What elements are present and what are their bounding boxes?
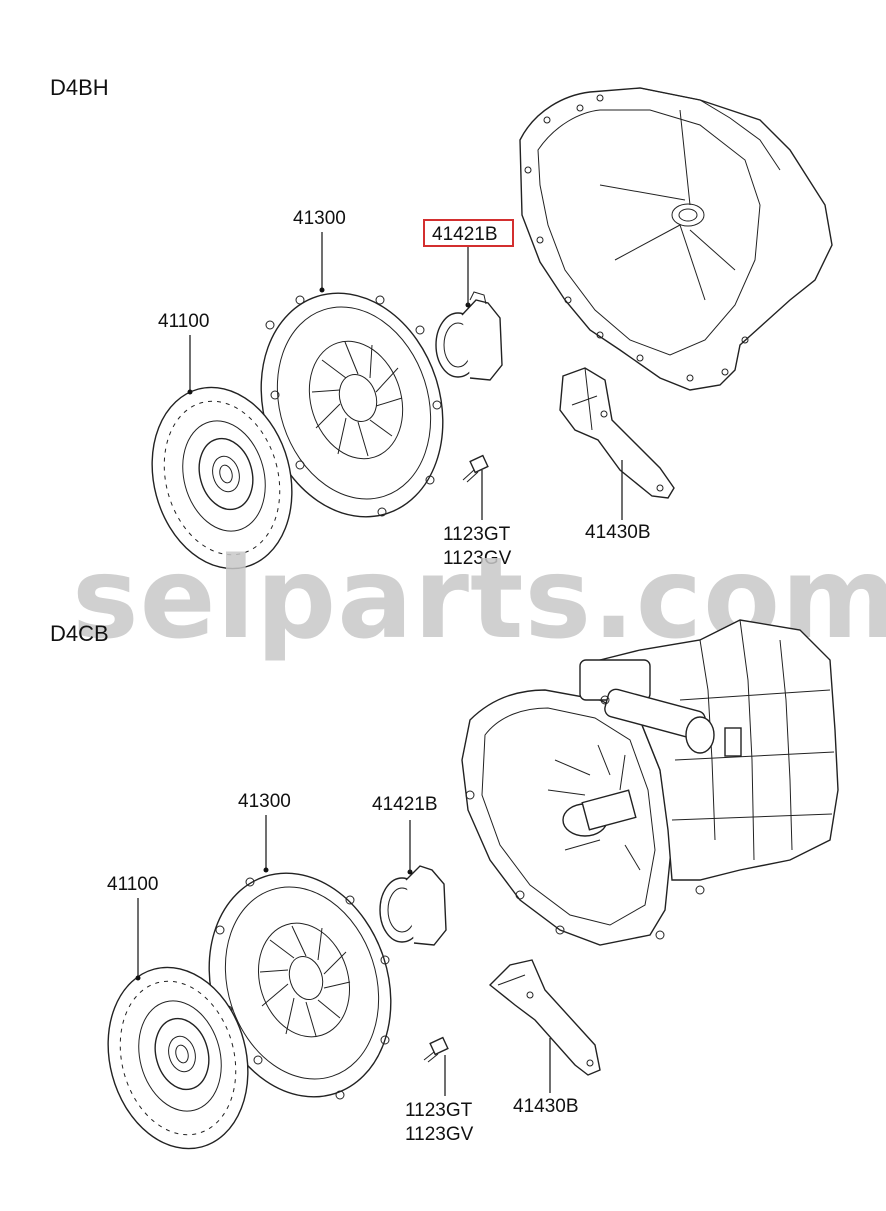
clutch-disc-d4cb: 41100 (107, 874, 249, 1150)
release-fork-d4cb: 41430B (488, 959, 601, 1117)
clutch-disc-d4bh: 41100 (151, 311, 293, 570)
section-title-d4bh: D4BH (50, 75, 109, 100)
release-fork-d4bh: 41430B (559, 367, 675, 543)
release-bearing-d4cb: 41421B (372, 794, 447, 946)
bolt-d4bh: 1123GT 1123GV (443, 454, 512, 569)
transmission-housing-d4bh (519, 87, 833, 391)
section-d4bh: D4BH 41430B (50, 75, 833, 570)
label-release-fork-d4cb: 41430B (513, 1096, 579, 1117)
label-bolt1-d4bh: 1123GT (443, 524, 511, 545)
bolt-d4cb: 1123GT 1123GV (405, 1036, 474, 1145)
label-release-fork-d4bh: 41430B (585, 522, 651, 543)
label-release-bearing-d4cb: 41421B (372, 794, 438, 815)
label-clutch-cover-d4bh: 41300 (293, 208, 346, 229)
section-title-d4cb: D4CB (50, 621, 109, 646)
label-bolt2-d4cb: 1123GV (405, 1124, 474, 1145)
label-clutch-disc-d4bh: 41100 (158, 311, 209, 332)
section-d4cb: D4CB (50, 619, 839, 1150)
highlight-box-41421b (423, 219, 514, 247)
label-clutch-disc-d4cb: 41100 (107, 874, 158, 895)
label-bolt2-d4bh: 1123GV (443, 548, 512, 569)
label-release-bearing-d4bh: 41421B (432, 224, 498, 245)
release-bearing-d4bh: 41421B (423, 219, 514, 381)
label-bolt1-d4cb: 1123GT (405, 1100, 473, 1121)
gearbox-d4cb (461, 619, 839, 946)
clutch-cover-d4bh: 41300 (260, 208, 444, 518)
label-clutch-cover-d4cb: 41300 (238, 791, 291, 812)
